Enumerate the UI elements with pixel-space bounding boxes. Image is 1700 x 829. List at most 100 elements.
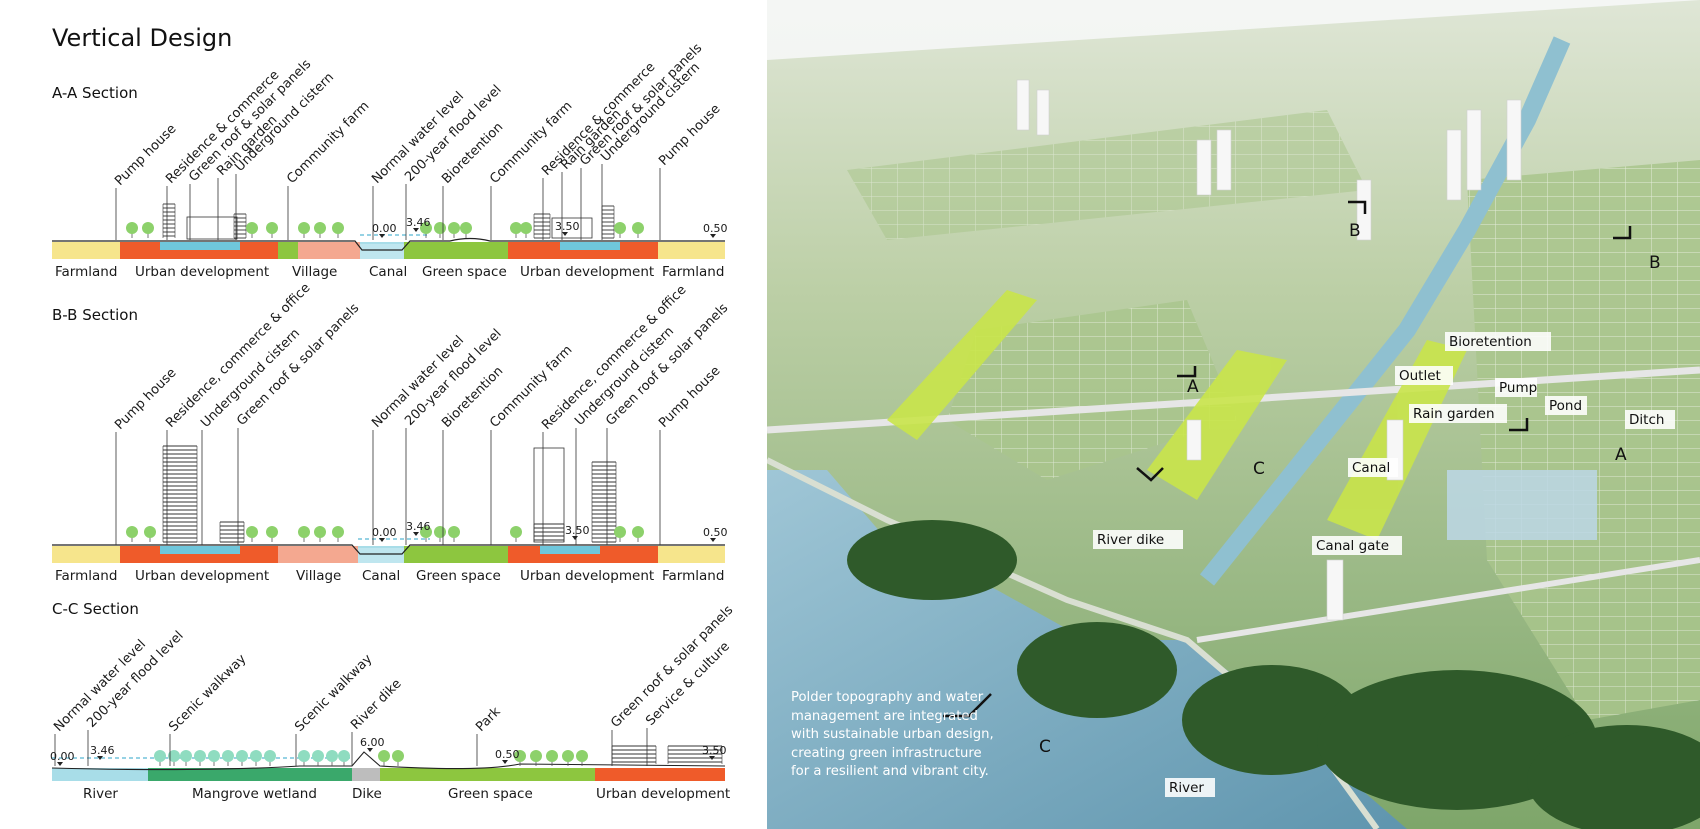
bb-tower-3-base: [533, 523, 565, 542]
cc-tree-6: [576, 750, 588, 762]
aa-building-6: [601, 205, 615, 239]
cc-zone-band-2: [352, 768, 380, 781]
aa-elev-0-tri: [379, 234, 385, 238]
cc-mangrove-4: [208, 750, 220, 762]
cc-tree-1: [392, 750, 404, 762]
bb-zone-label-0: Farmland: [55, 568, 117, 584]
aa-zone-band-5: [404, 242, 508, 259]
map-label-12: River dike: [1097, 532, 1164, 548]
aa-tree-5: [314, 222, 326, 234]
cc-elev-2-tri: [367, 748, 373, 752]
aa-zone-label-0: Farmland: [55, 264, 117, 280]
cc-elev-3: 0.50: [495, 748, 520, 761]
cc-elev-2: 6.00: [360, 736, 385, 749]
cc-building-1: [611, 745, 657, 764]
bb-elev-0-tri: [379, 538, 385, 542]
cc-elev-1: 3.46: [90, 744, 115, 757]
map-section-letter-14: C: [1039, 737, 1051, 757]
bb-elev-1: 3.46: [406, 520, 431, 533]
bb-elev-2: 3.50: [565, 524, 590, 537]
map-label-bg-15: [1165, 778, 1215, 797]
aa-tree-1: [142, 222, 154, 234]
map-section-letter-1: B: [1649, 253, 1661, 273]
cc-zone-band-4: [595, 768, 725, 781]
bb-tree-4: [298, 526, 310, 538]
cc-zone-label-3: Green space: [448, 786, 533, 802]
map-label-bg-2: [1445, 332, 1551, 351]
map-label-bg-13: [1312, 536, 1402, 555]
cc-zone-label-4: Urban development: [596, 786, 730, 802]
aa-zone-label-6: Farmland: [662, 264, 724, 280]
aa-elev-3: 0.50: [703, 222, 728, 235]
aa-elev-1-tri: [413, 228, 419, 232]
aa-tree-10: [460, 222, 472, 234]
map-section-letter-10: C: [1253, 459, 1265, 479]
aa-zone-label-5: Urban development: [520, 264, 654, 280]
bb-zone-label-6: Farmland: [662, 568, 724, 584]
bb-zone-label-3: Canal: [362, 568, 400, 584]
bb-elev-0: 0.00: [372, 526, 397, 539]
map-label-11: Canal: [1352, 460, 1390, 476]
bb-tower-2: [219, 521, 245, 543]
aa-tree-8: [434, 222, 446, 234]
sections-panel: Vertical Design A-A Section B-B Section …: [0, 0, 765, 829]
map-section-letter-0: B: [1349, 221, 1361, 241]
map-label-4: Pump: [1499, 380, 1537, 396]
cross-road: [1196, 557, 1700, 643]
aa-callout-14: Pump house: [656, 102, 723, 169]
aerial-view: BBBioretentionOutletPumpPondDitchAARain …: [767, 0, 1700, 829]
bb-zone-label-5: Urban development: [520, 568, 654, 584]
aa-cistern-2: [560, 242, 620, 250]
cc-zone-label-2: Dike: [352, 786, 382, 802]
cc-callout-4: River dike: [348, 676, 404, 732]
aa-tree-2: [246, 222, 258, 234]
cc-mangrove-2: [180, 750, 192, 762]
aa-elev-3-tri: [710, 234, 716, 238]
aa-zone-band-0: [52, 242, 120, 259]
cc-zone-band-1: [148, 768, 352, 781]
bb-tree-9: [448, 526, 460, 538]
farm-fields-center: [947, 300, 1237, 480]
cc-tree-5: [562, 750, 574, 762]
bb-zone-label-1: Urban development: [135, 568, 269, 584]
aa-elev-0: 0.00: [372, 222, 397, 235]
aa-building-1: [162, 203, 176, 238]
aa-zone-label-1: Urban development: [135, 264, 269, 280]
bb-tree-8: [434, 526, 446, 538]
cc-mangrove-6: [236, 750, 248, 762]
bb-tree-3: [266, 526, 278, 538]
aa-elev-1: 3.46: [406, 216, 431, 229]
map-label-bg-6: [1625, 410, 1675, 429]
cc-tree-0: [378, 750, 390, 762]
map-label-bg-5: [1545, 396, 1587, 415]
aa-tree-3: [266, 222, 278, 234]
map-label-6: Ditch: [1629, 412, 1664, 428]
bb-tree-5: [314, 526, 326, 538]
section-markers: [943, 200, 1632, 718]
map-label-bg-12: [1093, 530, 1183, 549]
aa-callout-12: Green roof & solar panels: [577, 41, 705, 169]
aa-canal-water: [360, 244, 404, 259]
cc-zone-label-0: River: [83, 786, 118, 802]
section-title-cc: C-C Section: [52, 600, 139, 618]
farm-fields-far: [847, 110, 1367, 240]
aa-tree-13: [614, 222, 626, 234]
bb-callout-1: Residence, commerce & office: [163, 281, 313, 431]
map-label-2: Bioretention: [1449, 334, 1532, 350]
aa-tree-4: [298, 222, 310, 234]
bb-tower-3: [533, 447, 565, 543]
map-section-letter-7: A: [1615, 445, 1627, 465]
bb-tree-0: [126, 526, 138, 538]
bb-tree-2: [246, 526, 258, 538]
bb-elev-1-tri: [413, 532, 419, 536]
bb-ground-line: [52, 544, 725, 555]
section-title-aa: A-A Section: [52, 84, 138, 102]
bb-tree-10: [510, 526, 522, 538]
aa-elev-2: 3.50: [555, 220, 580, 233]
map-label-13: Canal gate: [1316, 538, 1389, 554]
bb-tree-11: [614, 526, 626, 538]
bb-tree-6: [332, 526, 344, 538]
cc-tree-2: [514, 750, 526, 762]
bb-zone-label-2: Village: [296, 568, 341, 584]
